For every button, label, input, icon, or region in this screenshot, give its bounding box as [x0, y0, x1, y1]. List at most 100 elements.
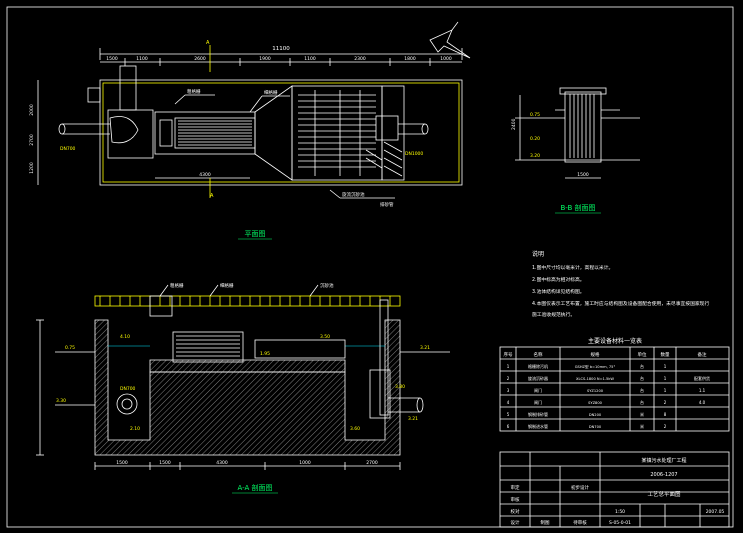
- aa-bottom-dim: 1500: [159, 460, 171, 466]
- table-cell: 4: [507, 400, 510, 405]
- notes-item: 施工验收规范执行。: [532, 311, 575, 318]
- table-cell: 1: [664, 376, 667, 381]
- table-cell: 2: [664, 400, 667, 405]
- table-title: 主要设备材料一览表: [588, 337, 642, 345]
- plan-side-dim: 2000: [29, 104, 35, 116]
- table-cell: 3: [507, 388, 510, 393]
- table-row: 1 格栅除污机 GSHZ型 b=10mm, 75° 台 1: [507, 363, 667, 369]
- plan-seg-dim: 1900: [259, 56, 271, 62]
- notes-item: 2.图中标高为相对标高。: [532, 276, 585, 283]
- sheet-border: [6, 6, 734, 528]
- tb-drawing-name: 工艺总平面图: [647, 490, 681, 498]
- table-cell: 5: [507, 412, 510, 417]
- table-cell: 1: [507, 364, 510, 369]
- aa-callout: 粗格栅: [170, 282, 184, 289]
- table-row: 4 闸门 SYZ800 台 2 4.0: [507, 399, 706, 405]
- equipment-table: 主要设备材料一览表 序号 名称 规格 单位 数量 备注 1 格栅除污机 GSHZ…: [499, 337, 730, 432]
- table-cell: 配套供货: [694, 375, 710, 381]
- table-cell: 钢制排砂管: [528, 411, 548, 417]
- table-header: 单位: [638, 351, 647, 358]
- plan-seg-dim: 1500: [106, 56, 118, 62]
- notes-heading: 说明: [532, 250, 544, 258]
- section-aa-view: DN700 0.75 3.30 2.10 3.21 3.50 3.60 4.10…: [36, 282, 450, 494]
- table-cell: 台: [640, 387, 644, 393]
- table-cell: 米: [640, 423, 644, 429]
- plan-title: 平面图: [245, 230, 266, 238]
- plan-view: 11100 1500 1100 2600 1900 1100 2300 1800…: [29, 40, 463, 240]
- plan-seg-dim: 1100: [136, 56, 148, 62]
- bb-level: 0.20: [530, 136, 540, 142]
- table-cell: 台: [640, 363, 644, 369]
- plan-pipe-in: DN700: [60, 146, 76, 152]
- notes-item: 1.图中尺寸均以毫米计，高程以米计。: [532, 264, 613, 271]
- table-cell: 1.1: [699, 388, 706, 393]
- table-header: 序号: [504, 351, 513, 358]
- aa-bottom-dim: 1000: [299, 460, 311, 466]
- section-mark: A: [206, 40, 210, 46]
- aa-level: 0.75: [65, 345, 75, 351]
- table-header: 数量: [661, 351, 670, 358]
- aa-level: 4.10: [120, 334, 130, 340]
- table-header: 名称: [534, 351, 543, 358]
- bb-level: 3.20: [530, 153, 540, 159]
- tb-project: 某镇污水处理厂工程: [641, 457, 686, 464]
- table-cell: 1: [664, 388, 667, 393]
- tb-drawing-no: S-05-0-01: [609, 520, 631, 526]
- table-cell: SYZ800: [588, 401, 603, 405]
- aa-level: 2.10: [130, 426, 140, 432]
- aa-level: 3.50: [320, 334, 330, 340]
- aa-level: 3.21: [408, 416, 418, 422]
- aa-level: 1.95: [260, 351, 270, 357]
- table-cell: 2: [664, 424, 667, 429]
- table-cell: XLCS-1800 N=1.5kW: [576, 377, 614, 381]
- tb-row-label: 校对: [511, 508, 520, 515]
- notes-item: 3.池体结构详见结构图。: [532, 288, 585, 295]
- table-cell: GSHZ型 b=10mm, 75°: [575, 364, 616, 369]
- plan-callout: 细格栅: [264, 89, 278, 96]
- table-row: 2 旋流沉砂器 XLCS-1800 N=1.5kW 台 1 配套供货: [507, 375, 710, 381]
- table-cell: 钢制进水管: [528, 423, 548, 429]
- tb-row-label: 制图: [541, 519, 550, 526]
- aa-level: 3.80: [395, 384, 405, 390]
- plan-seg-dim: 2300: [354, 56, 366, 62]
- tb-row-label: 设计: [511, 519, 520, 526]
- table-cell: 1: [664, 364, 667, 369]
- plan-callout: 粗格栅: [187, 88, 201, 95]
- tb-row-label: 审核: [511, 496, 520, 503]
- table-row: 6 钢制进水管 DN700 米 2: [507, 423, 667, 429]
- plan-side-dim: 1200: [29, 162, 35, 174]
- aa-level: 3.30: [56, 398, 66, 404]
- section-aa-title: A-A 剖面图: [237, 483, 272, 492]
- bb-dim: 2400: [511, 118, 517, 130]
- table-cell: 旋流沉砂器: [528, 375, 548, 381]
- north-arrow-icon: [429, 21, 471, 59]
- table-cell: 格栅除污机: [528, 363, 548, 369]
- plan-seg-dim: 1100: [304, 56, 316, 62]
- tb-status: 待审核: [573, 519, 587, 526]
- table-cell: 6: [507, 424, 510, 429]
- tb-project-no: 2006-1207: [650, 472, 677, 478]
- bb-dim: 1500: [577, 172, 589, 178]
- table-row: 5 钢制排砂管 DN200 米 8: [507, 411, 667, 417]
- plan-seg-dim: 1000: [440, 56, 452, 62]
- aa-level: 3.21: [420, 345, 430, 351]
- tb-stage: 初步设计: [571, 484, 589, 491]
- table-cell: 闸门: [534, 399, 542, 405]
- table-cell: 米: [640, 411, 644, 417]
- plan-seg-dim: 2600: [194, 56, 206, 62]
- table-cell: DN700: [589, 425, 602, 429]
- title-block: 某镇污水处理厂工程 2006-1207 工艺总平面图 审定 审核 校对 设计 制…: [499, 451, 730, 528]
- table-cell: 台: [640, 375, 644, 381]
- plan-seg-dim: 1800: [404, 56, 416, 62]
- table-cell: 8: [664, 412, 667, 417]
- table-cell: 闸门: [534, 387, 542, 393]
- aa-bottom-dim: 2700: [366, 460, 378, 466]
- table-row: 3 闸门 SYZ1200 台 1 1.1: [507, 387, 706, 393]
- table-cell: 2: [507, 376, 510, 381]
- plan-callout: 排砂管: [380, 201, 394, 208]
- notes: 说明 1.图中尺寸均以毫米计，高程以米计。 2.图中标高为相对标高。 3.池体结…: [532, 250, 709, 318]
- aa-pipe: DN700: [120, 386, 136, 392]
- section-bb-view: 0.75 0.20 3.20 2400 1500 B-B 剖面图: [511, 87, 640, 214]
- aa-bottom-dim: 4300: [216, 460, 228, 466]
